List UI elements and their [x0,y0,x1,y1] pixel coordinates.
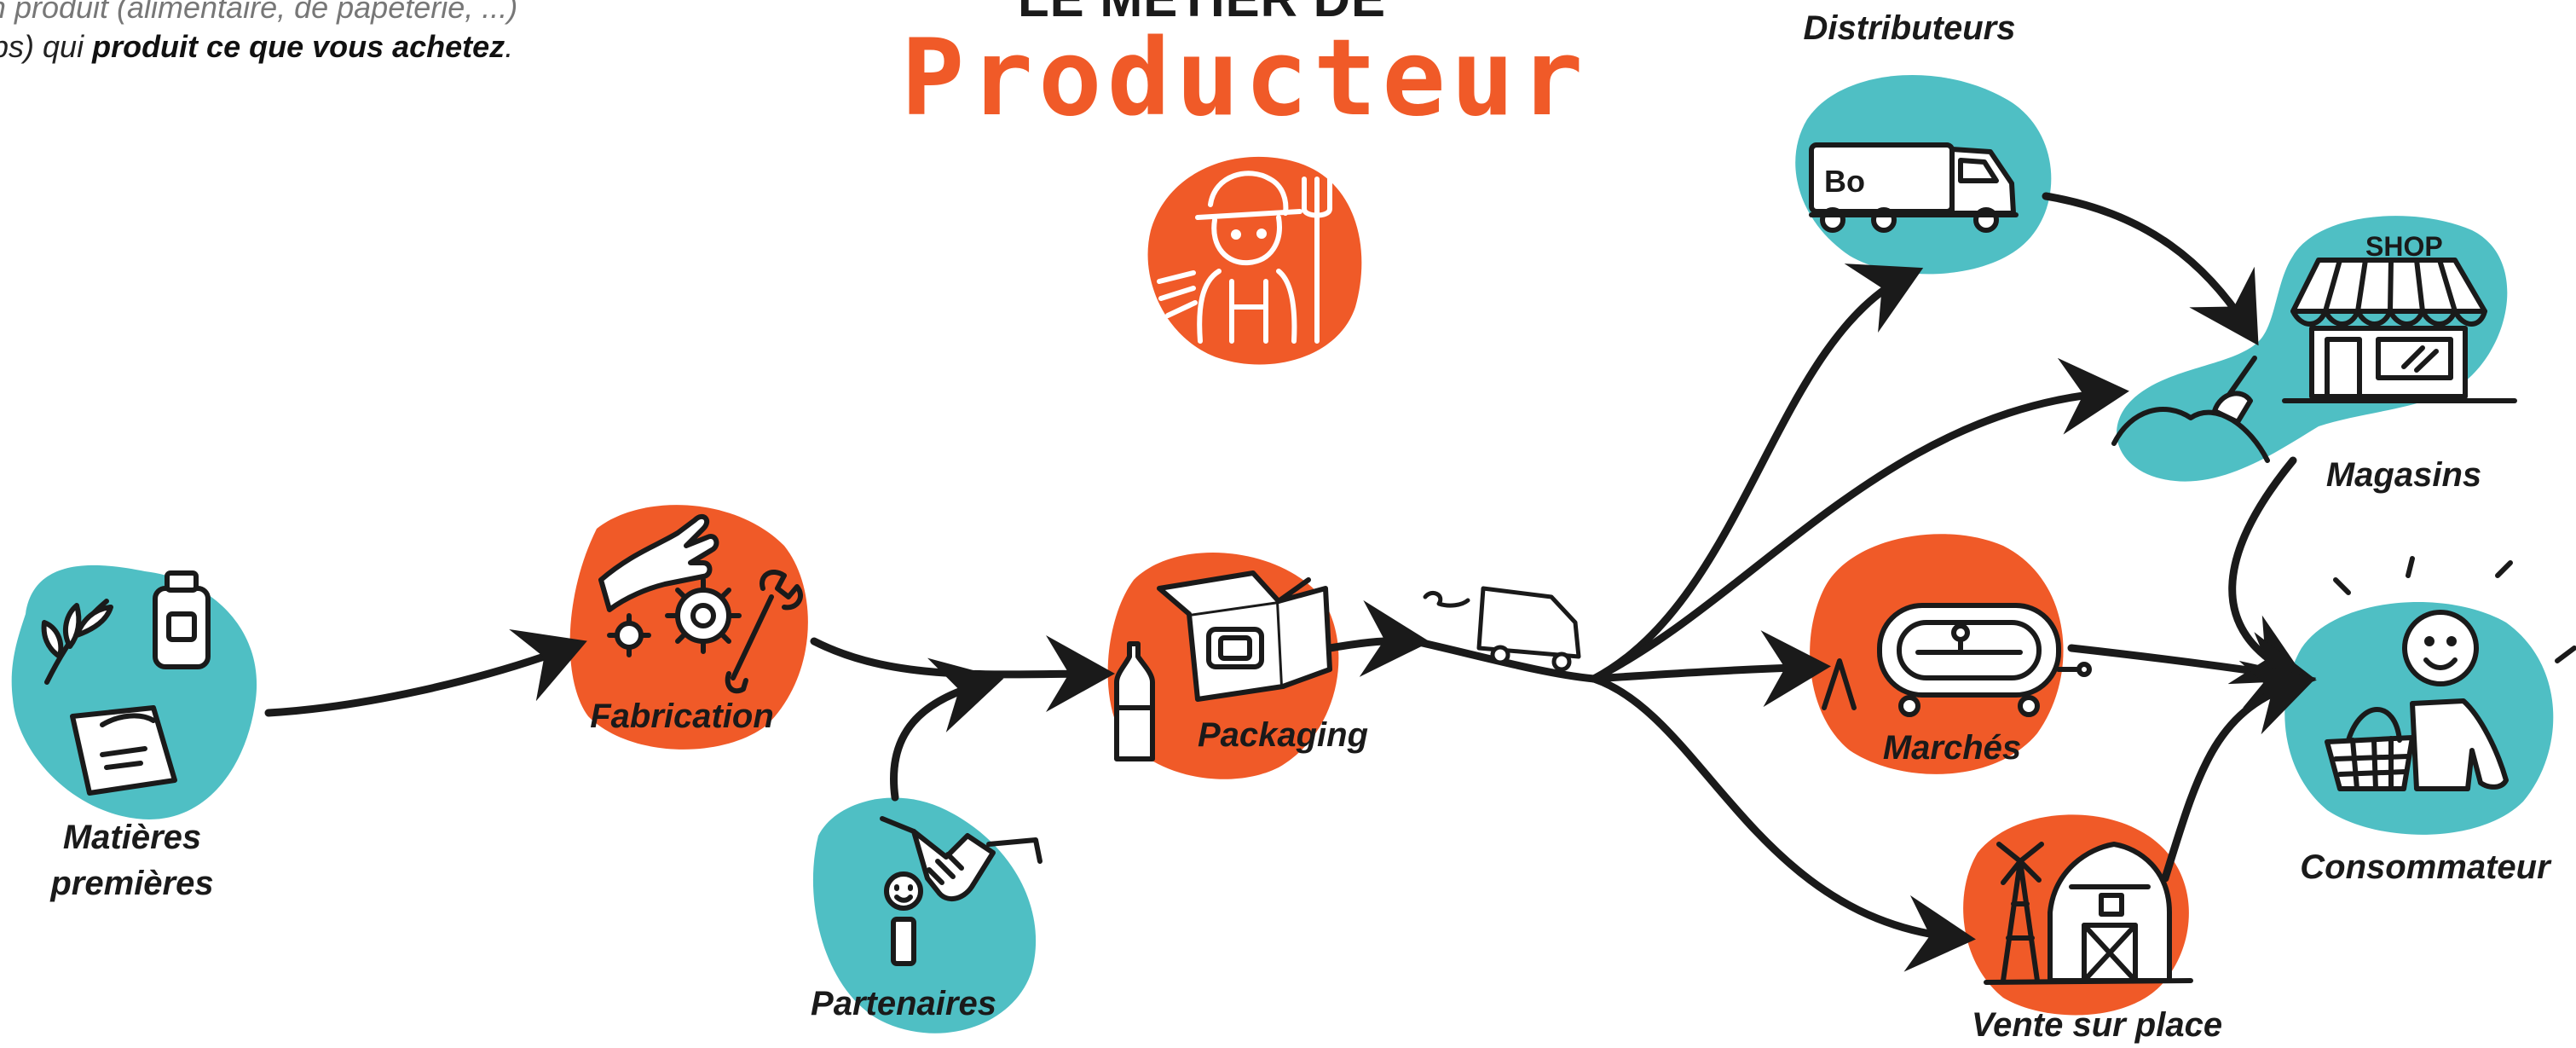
shop-icon [2111,258,2517,463]
arrow-magasins-consommateur [2227,456,2307,685]
intro-line-2-pre: emps) qui [0,29,84,64]
arrow-hub-trunk [1411,637,1598,683]
arrow-matieres-fabrication [264,628,587,717]
farmer-icon [1157,171,1332,344]
shop-sign: SHOP [2365,231,2443,262]
arrow-hub-vente [1590,675,1976,972]
arrow-hub-distributeurs [1590,263,1924,683]
label-matieres-2: premières [50,865,214,902]
intro-line-2-bold: produit ce que vous achetez [92,29,505,64]
consumer-person-icon [2325,556,2576,791]
label-packaging: Packaging [1197,716,1369,754]
label-marches: Marchés [1882,729,2022,767]
arrow-partenaires-packaging [890,657,1004,802]
heading-top: LE MÉTIER DE [989,0,1415,28]
arrow-fabrication-packaging [810,635,1115,713]
farm-barn-icon [1984,842,2193,985]
intro-line-2-post: . [505,29,514,64]
label-distributeurs: Distributeurs [1803,9,2016,47]
raw-materials-icon [41,570,211,796]
label-consommateur: Consommateur [2300,848,2550,886]
intro-line-2: emps) qui produit ce que vous achetez. [0,27,648,67]
intro-line-1: d'un produit (alimentaire, de papeterie,… [0,0,518,25]
label-fabrication: Fabrication [590,698,774,735]
arrow-hub-marches [1590,630,1831,708]
label-magasins: Magasins [2325,456,2482,494]
label-matieres: Matières premières [0,814,264,906]
arrow-packaging-hub [1326,599,1430,677]
box-icon [1114,570,1332,761]
fabrication-tools-icon [598,513,803,694]
market-stall-icon [1822,603,2092,717]
truck-icon [1809,142,2019,233]
intro-text: d'un produit (alimentaire, de papeterie,… [0,0,648,67]
arrow-vente-consommateur [2161,661,2317,883]
handshake-icon [880,816,1043,966]
van-icon [1423,586,1581,672]
heading-main: Producteur [900,17,1589,140]
label-vente: Vente sur place [1971,1006,2223,1044]
arrow-hub-magasins [1590,357,2129,683]
truck-text: Bo [1824,164,1865,199]
label-matieres-1: Matières [62,819,202,856]
arrow-distributeurs-magasins [2042,192,2259,346]
label-partenaires: Partenaires [811,985,996,1022]
